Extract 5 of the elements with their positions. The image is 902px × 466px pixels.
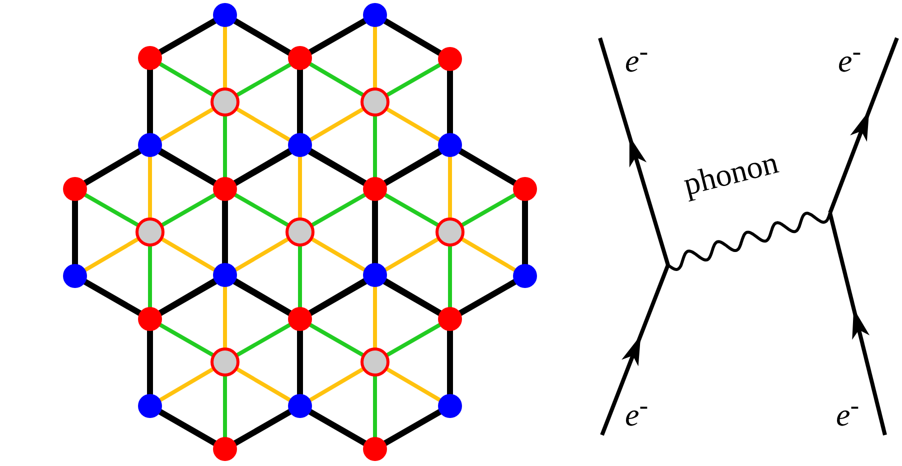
particle-label: e$^{-}$ [836, 392, 860, 431]
particle-label: e$^{-}$ [838, 38, 862, 77]
particle-label: e$^{-}$ [625, 392, 648, 431]
particle-label: e$^{-}$ [625, 38, 648, 77]
phonon-label: phonon [680, 146, 782, 200]
